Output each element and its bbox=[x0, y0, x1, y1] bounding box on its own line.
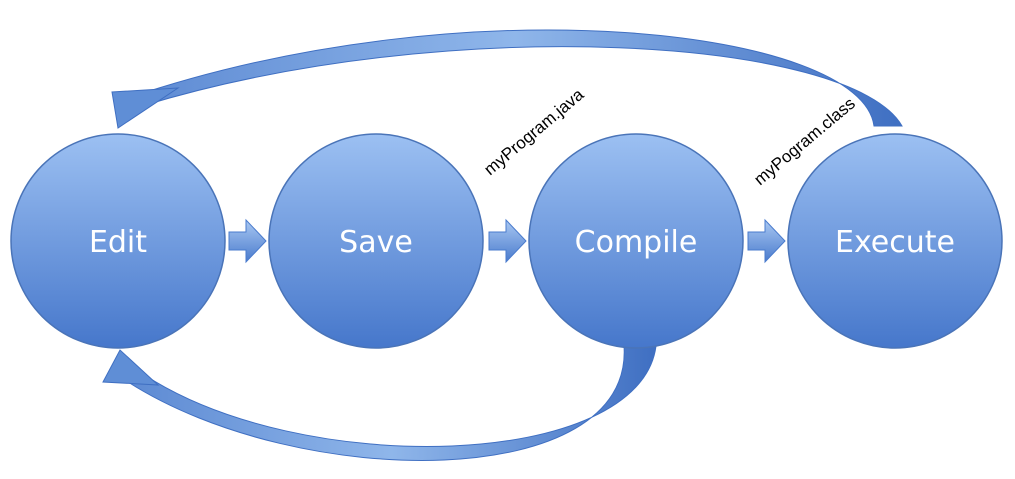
loop-arrow-execute-to-edit bbox=[111, 29, 903, 129]
node-edit-label: Edit bbox=[89, 225, 147, 260]
node-execute-label: Execute bbox=[835, 225, 955, 260]
loop-arrow-compile-to-edit bbox=[102, 345, 657, 461]
node-execute-circle bbox=[787, 133, 1003, 349]
arrow-compile-to-execute bbox=[747, 218, 786, 264]
node-edit-circle bbox=[10, 133, 226, 349]
node-save: Save bbox=[268, 133, 484, 349]
node-edit: Edit bbox=[10, 133, 226, 349]
node-compile: Compile bbox=[528, 133, 744, 349]
node-save-label: Save bbox=[339, 225, 413, 260]
node-compile-circle bbox=[528, 133, 744, 349]
arrow-edit-to-save bbox=[228, 218, 267, 264]
arrow-save-to-compile bbox=[488, 218, 527, 264]
node-compile-label: Compile bbox=[575, 225, 698, 260]
node-execute: Execute bbox=[787, 133, 1003, 349]
node-save-circle bbox=[268, 133, 484, 349]
